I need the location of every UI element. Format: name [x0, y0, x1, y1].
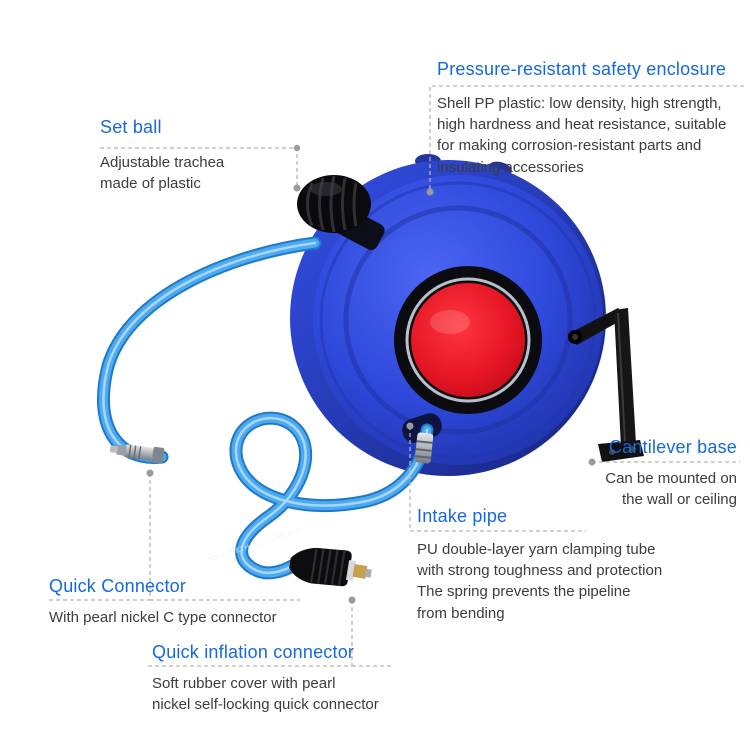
- callout-quick-connector: Quick Connector With pearl nickel C type…: [49, 576, 349, 628]
- set-ball-title: Set ball: [100, 117, 162, 137]
- quick-inflation-connector-black: [289, 547, 372, 587]
- leader-dot: [426, 188, 434, 196]
- intake-pipe-title: Intake pipe: [417, 506, 508, 526]
- leader-dot: [293, 184, 301, 192]
- set-ball-knob: [297, 175, 385, 250]
- callout-quick-inflation-connector: Quick inflation connector Soft rubber co…: [152, 642, 452, 715]
- cantilever-base-description: Can be mounted on the wall or ceiling: [605, 469, 737, 508]
- leader-dot: [588, 458, 596, 466]
- intake-pipe-description: PU double-layer yarn clamping tube with …: [417, 540, 663, 622]
- leader-dot: [146, 469, 154, 477]
- enclosure-title: Pressure-resistant safety enclosure: [437, 59, 727, 79]
- enclosure-description: Shell PP plastic: low density, high stre…: [437, 94, 727, 176]
- red-hub: [394, 266, 542, 414]
- quick-connector-description: With pearl nickel C type connector: [49, 608, 277, 626]
- quick-inflation-connector-description: Soft rubber cover with pearl nickel self…: [152, 674, 379, 713]
- callout-set-ball: Set ball Adjustable trachea made of plas…: [100, 117, 320, 194]
- leader-dot: [293, 144, 301, 152]
- quick-connector-title: Quick Connector: [49, 576, 187, 596]
- leader-dot: [406, 422, 414, 430]
- set-ball-description: Adjustable trachea made of plastic: [100, 153, 225, 192]
- callout-intake-pipe: Intake pipe PU double-layer yarn clampin…: [417, 506, 707, 624]
- leader-intake: [409, 426, 586, 532]
- quick-connector-silver: [109, 444, 165, 464]
- leader-dot: [348, 596, 356, 604]
- callout-enclosure: Pressure-resistant safety enclosure Shel…: [437, 59, 750, 178]
- cantilever-base-title: Cantilever base: [608, 437, 737, 457]
- hose-fitting: [414, 432, 434, 464]
- quick-inflation-connector-title: Quick inflation connector: [152, 642, 355, 662]
- callout-cantilever-base: Cantilever base Can be mounted on the wa…: [567, 437, 737, 510]
- cantilever-bracket: [568, 308, 644, 462]
- air-hose-outlet: [229, 411, 434, 580]
